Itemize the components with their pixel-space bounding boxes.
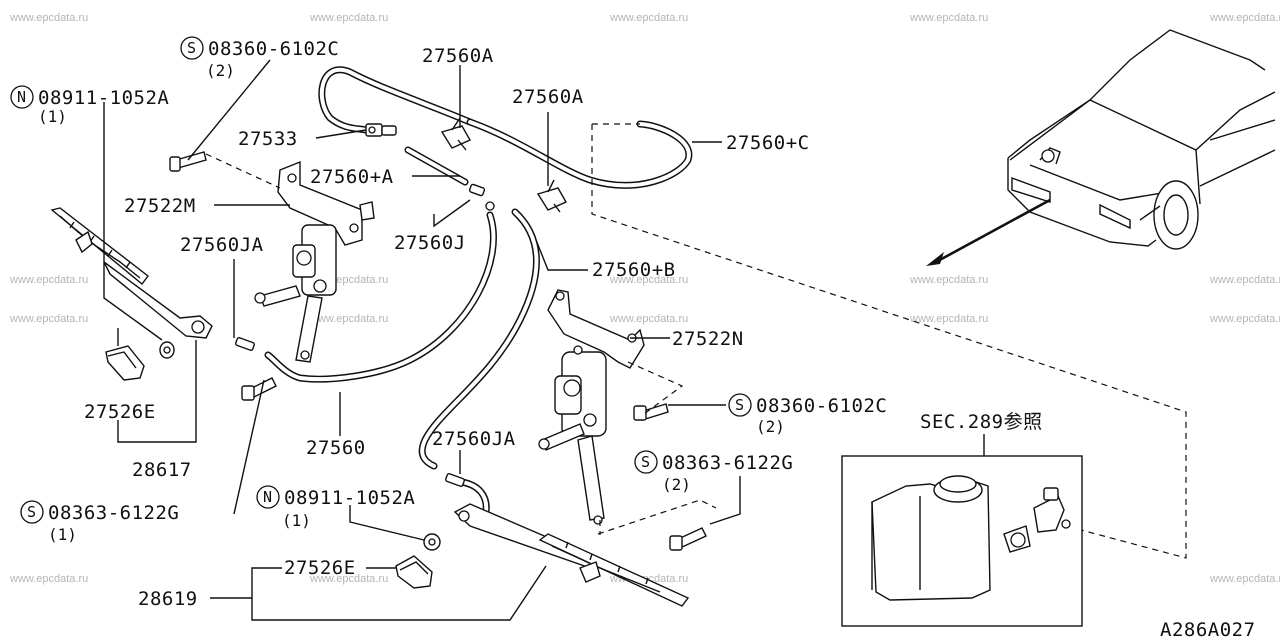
watermark: www.epcdata.ru: [609, 274, 688, 286]
label-27526e-1: 27526E: [84, 401, 156, 423]
watermark: www.epcdata.ru: [609, 12, 688, 24]
wiper-blade-right: [538, 533, 690, 607]
label-27560a-plus: 27560+A: [310, 166, 394, 188]
watermark: www.epcdata.ru: [909, 12, 988, 24]
watermark: www.epcdata.ru: [909, 313, 988, 325]
label-qty: (1): [38, 107, 67, 126]
connector-group: [235, 117, 567, 487]
s-symbol-text: S: [735, 396, 744, 414]
washer-tank-section: [841, 434, 1083, 627]
connector-27560ja-right: [445, 473, 465, 487]
right-wiper-arm: [395, 503, 690, 607]
clip-27560a-1: [440, 125, 471, 149]
label-28619: 28619: [138, 588, 198, 610]
watermark-layer: www.epcdata.ru www.epcdata.ru www.epcdat…: [9, 12, 1280, 585]
label-qty: (2): [662, 475, 691, 494]
watermark: www.epcdata.ru: [1209, 573, 1280, 585]
label-27560b: 27560+B: [592, 259, 676, 281]
s-symbol-text: S: [27, 503, 36, 521]
vehicle-illustration: [926, 29, 1276, 266]
label-27560a-2: 27560A: [512, 86, 584, 108]
watermark: www.epcdata.ru: [309, 573, 388, 585]
label-08360-6102c-top: 08360-6102C: [208, 38, 339, 60]
label-28617: 28617: [132, 459, 192, 481]
label-08911-1052a-top: 08911-1052A: [38, 87, 169, 109]
n-symbol: [10, 85, 34, 109]
watermark: www.epcdata.ru: [9, 573, 88, 585]
watermark: www.epcdata.ru: [309, 313, 388, 325]
label-27522n: 27522N: [672, 328, 744, 350]
label-qty: (1): [48, 525, 77, 544]
diagram-code: A286A027: [1160, 619, 1256, 640]
connector-27560j: [468, 183, 486, 197]
label-27526e-2: 27526E: [284, 557, 356, 579]
watermark: www.epcdata.ru: [1209, 12, 1280, 24]
label-qty: (1): [282, 511, 311, 530]
part-labels: 08360-6102C (2) 08911-1052A (1) 27560A 2…: [38, 38, 1256, 640]
dashed-lines: [205, 123, 1187, 559]
wiper-arm-right: [453, 503, 601, 571]
n-symbol-text: N: [17, 88, 26, 106]
label-08363-6122g-right: 08363-6122G: [662, 452, 793, 474]
n-symbol: [256, 485, 280, 509]
label-section-ref: SEC.289参照: [920, 411, 1043, 433]
wiper-arm-left: [103, 261, 213, 339]
label-27533: 27533: [238, 128, 298, 150]
s-symbol: [634, 450, 658, 474]
label-08360-6102c-right: 08360-6102C: [756, 395, 887, 417]
cap-27526e-left: [105, 345, 145, 381]
label-qty: (2): [756, 417, 785, 436]
connector-27560ja-left: [235, 337, 255, 351]
label-27560: 27560: [306, 437, 366, 459]
left-wiper-motor: [254, 160, 375, 363]
watermark: www.epcdata.ru: [1209, 274, 1280, 286]
label-qty: (2): [206, 61, 235, 80]
label-08911-1052a-bottom: 08911-1052A: [284, 487, 415, 509]
watermark: www.epcdata.ru: [9, 313, 88, 325]
watermark: www.epcdata.ru: [1209, 313, 1280, 325]
label-27560c: 27560+C: [726, 132, 810, 154]
watermark: www.epcdata.ru: [9, 274, 88, 286]
watermark: www.epcdata.ru: [9, 12, 88, 24]
label-08363-6122g-left: 08363-6122G: [48, 502, 179, 524]
leader-lines: [103, 59, 741, 621]
bracket-27522m: [277, 160, 363, 246]
s-symbol-text: S: [187, 39, 196, 57]
left-wiper-arm: [50, 207, 213, 381]
link-arm-right: [577, 435, 605, 521]
watermark: www.epcdata.ru: [909, 274, 988, 286]
watermark: www.epcdata.ru: [609, 313, 688, 325]
label-27522m: 27522M: [124, 195, 196, 217]
label-27560ja-2: 27560JA: [432, 428, 516, 450]
symbol-circles: S N S S S N: [10, 36, 752, 524]
right-wiper-motor: [538, 289, 645, 525]
s-symbol-text: S: [641, 453, 650, 471]
label-27560a-1: 27560A: [422, 45, 494, 67]
label-27560j: 27560J: [394, 232, 466, 254]
washer-tank: [871, 479, 991, 601]
direction-arrow: [926, 252, 944, 266]
n-symbol-text: N: [263, 488, 272, 506]
car-roof: [1007, 29, 1266, 159]
label-27560ja-1: 27560JA: [180, 234, 264, 256]
clip-27560a-2: [536, 187, 567, 211]
watermark: www.epcdata.ru: [309, 12, 388, 24]
s-symbol: [728, 393, 752, 417]
washer-hose-group: [264, 66, 693, 516]
s-symbol: [20, 500, 44, 524]
link-arm-left: [295, 295, 323, 363]
hose-27560-c-left: [318, 66, 474, 134]
cap-27526e-right: [395, 555, 433, 589]
s-symbol: [180, 36, 204, 60]
